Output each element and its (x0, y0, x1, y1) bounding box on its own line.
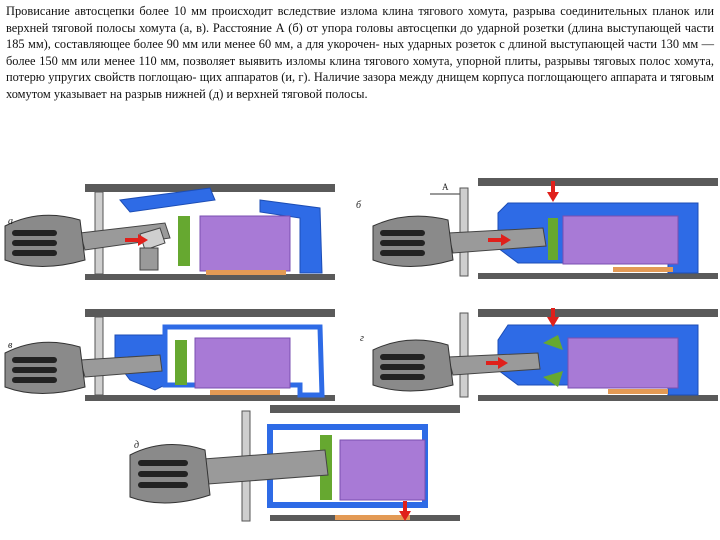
figure-b-drawing: A (372, 178, 718, 279)
figure-a-label: а (8, 216, 13, 227)
figure-d-drawing (129, 405, 460, 522)
figure-g-label: г (360, 333, 364, 344)
description-line: изломы клина тягового хомута, упорной пл… (6, 53, 714, 85)
figure-g-drawing (372, 308, 718, 401)
figure-a-drawing (4, 184, 335, 280)
figure-b-label: б (356, 200, 362, 211)
description-line: на разрыв нижней (д) и верхней тяговой п… (109, 86, 368, 101)
figure-v-drawing (4, 309, 335, 401)
description-line: соединительных планок или верхней тягово… (6, 4, 714, 35)
figure-g: г (360, 305, 720, 410)
figure-v: в (0, 305, 340, 410)
figure-d: д (120, 405, 460, 535)
figure-b: A б (356, 178, 720, 293)
description-text: Провисание автосцепки более 10 мм происх… (6, 3, 714, 103)
description-line: Провисание автосцепки более 10 мм происх… (6, 4, 556, 18)
dimension-label-a: A (442, 182, 449, 192)
description-line: ударной розетки (длина выступающей части… (6, 20, 715, 52)
description-line: ных ударных розеток с длиной выступающей… (6, 37, 714, 68)
figure-d-label: д (134, 440, 140, 451)
description-line: щих аппаратов (и, г). Наличие зазора меж… (6, 70, 714, 101)
figure-v-label: в (8, 340, 13, 351)
figure-a: а (0, 178, 340, 298)
